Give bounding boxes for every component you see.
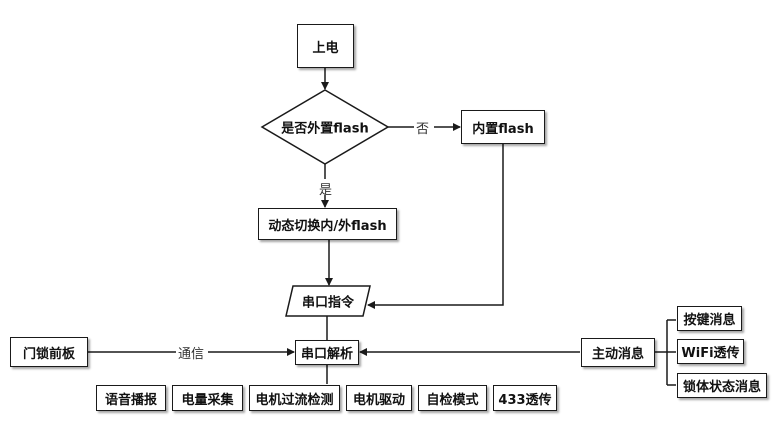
- edge-label-communication: 通信: [178, 347, 205, 362]
- door-lock-panel-node: 门锁前板: [10, 337, 88, 367]
- internal-flash-node: 内置flash: [461, 110, 545, 144]
- motor-overcurrent-node: 电机过流检测: [249, 385, 340, 411]
- key-message-node: 按键消息: [677, 306, 742, 331]
- dynamic-switch-node: 动态切换内/外flash: [258, 208, 397, 240]
- power-on-node: 上电: [297, 24, 354, 68]
- serial-command-label: 串口指令: [301, 295, 355, 311]
- decision-label: 是否外置flash: [281, 121, 369, 137]
- serial-command-shape: [285, 285, 371, 317]
- motor-drive-node: 电机驱动: [346, 385, 412, 411]
- active-message-node: 主动消息: [581, 338, 655, 367]
- wifi-passthrough-node: WiFi透传: [677, 339, 744, 364]
- edge-internal-to-command: [367, 144, 504, 309]
- serial-parse-node: 串口解析: [295, 340, 359, 365]
- edge-label-yes: 是: [319, 183, 333, 198]
- lock-state-message-node: 锁体状态消息: [677, 373, 767, 398]
- power-collection-node: 电量采集: [172, 385, 243, 411]
- self-test-mode-node: 自检模式: [418, 385, 487, 411]
- passthrough-433-node: 433透传: [493, 385, 557, 411]
- voice-broadcast-node: 语音播报: [96, 385, 166, 411]
- edge-label-no: 否: [416, 122, 430, 137]
